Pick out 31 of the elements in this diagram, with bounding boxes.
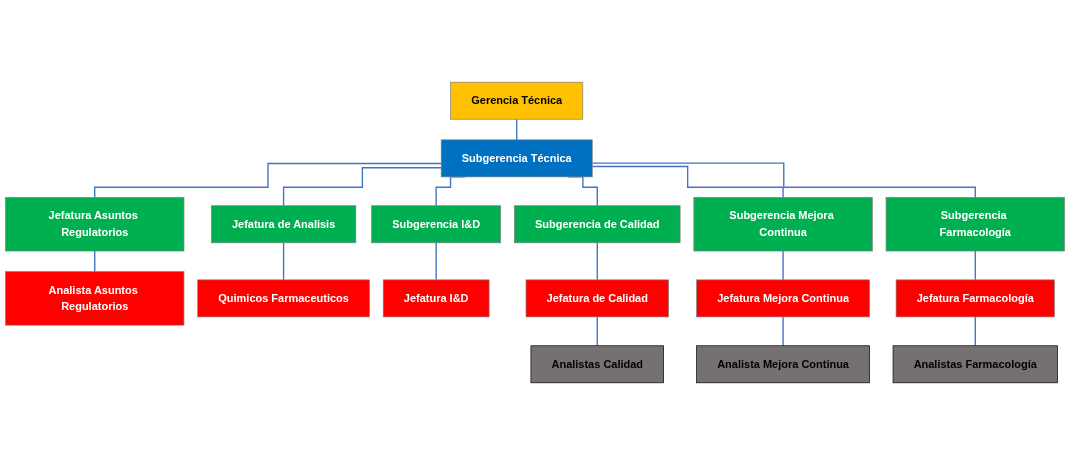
- node-box: Analistas Calidad: [530, 345, 664, 384]
- node-box: Analista Asuntos Regulatorios: [5, 271, 185, 326]
- node-box: Subgerencia Técnica: [440, 139, 593, 178]
- connector: [591, 165, 784, 199]
- node-box: Jefatura I&D: [382, 279, 490, 318]
- connector: [782, 316, 784, 347]
- connector: [94, 250, 96, 273]
- connector: [596, 242, 598, 281]
- connector: [591, 162, 976, 199]
- node-box: Jefatura Farmacología: [895, 279, 1055, 318]
- node-box: Subgerencia Farmacología: [885, 197, 1065, 252]
- node-box: Subgerencia Mejora Continua: [693, 197, 873, 252]
- node-box: Jefatura de Analisis: [210, 205, 357, 244]
- node-box: Analistas Farmacología: [892, 345, 1058, 384]
- connector: [782, 250, 784, 281]
- node-box: Subgerencia I&D: [371, 205, 502, 244]
- connector: [282, 167, 442, 207]
- connector: [435, 242, 437, 281]
- connector: [94, 162, 442, 199]
- connector: [596, 316, 598, 347]
- node-box: Quimicos Farmaceuticos: [197, 279, 370, 318]
- node-box: Gerencia Técnica: [450, 81, 584, 120]
- connector: [282, 242, 285, 281]
- connector: [974, 316, 976, 347]
- node-box: Analista Mejora Continua: [696, 345, 870, 384]
- node-box: Jefatura de Calidad: [525, 279, 669, 318]
- node-box: Subgerencia de Calidad: [514, 205, 681, 244]
- node-box: Jefatura Mejora Continua: [696, 279, 870, 318]
- connector: [516, 118, 518, 141]
- node-box: Jefatura Asuntos Regulatorios: [5, 197, 185, 252]
- connector: [974, 250, 976, 281]
